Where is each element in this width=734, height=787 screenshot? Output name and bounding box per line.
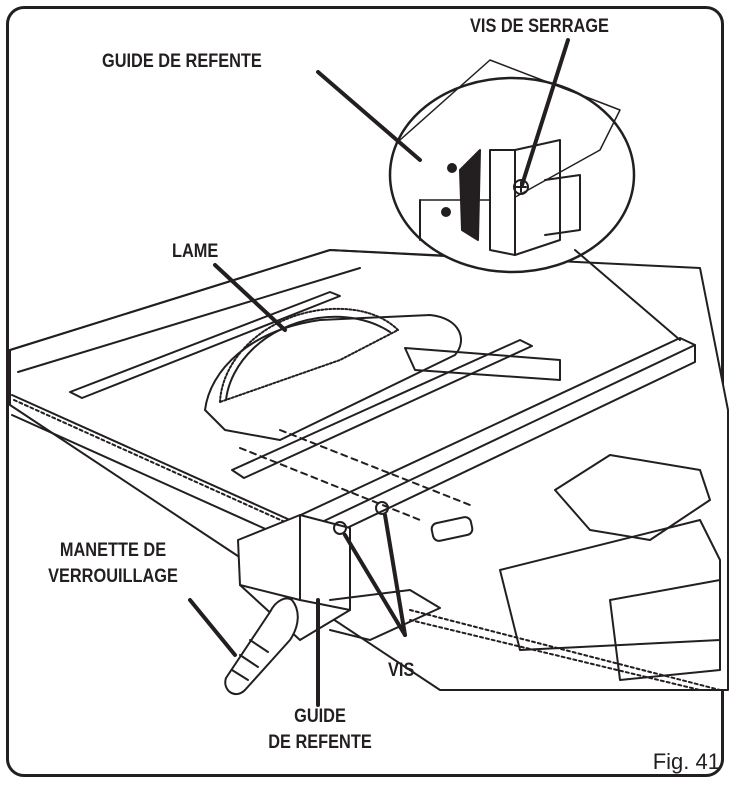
screw-1: [333, 521, 347, 535]
clamp-screw-icon: [513, 179, 529, 195]
label-clamp-screw: VIS DE SERRAGE: [470, 16, 609, 37]
figure-number: Fig. 41: [652, 749, 720, 774]
label-lock-handle-1: MANETTE DE: [59, 540, 167, 561]
leader-lock-handle: [188, 598, 237, 657]
saw-blade: [219, 307, 399, 403]
leader-clamp-screw: [520, 38, 570, 187]
fence-arm: [404, 347, 561, 381]
leader-screws-1: [343, 533, 407, 637]
lock-handle: [224, 597, 299, 696]
leader-blade: [213, 263, 287, 332]
label-rip-fence-bottom-1: GUIDE: [294, 706, 346, 727]
miter-slot-left: [69, 291, 341, 399]
leader-rip-fence-top: [316, 70, 422, 162]
throat-plate: [204, 314, 462, 441]
table-slot: [430, 516, 474, 542]
miter-slot-right: [231, 339, 533, 479]
label-rip-fence-bottom-2: DE REFENTE: [268, 732, 372, 753]
label-screws: VIS: [388, 660, 415, 681]
label-blade: LAME: [172, 241, 219, 262]
table-cutout-1: [554, 454, 711, 541]
label-lock-handle-2: VERROUILLAGE: [48, 566, 178, 587]
rear-rail-scale: [409, 609, 721, 691]
leader-screws-2: [383, 513, 407, 637]
screw-2: [375, 501, 389, 515]
label-rip-fence-top: GUIDE DE REFENTE: [102, 51, 262, 72]
